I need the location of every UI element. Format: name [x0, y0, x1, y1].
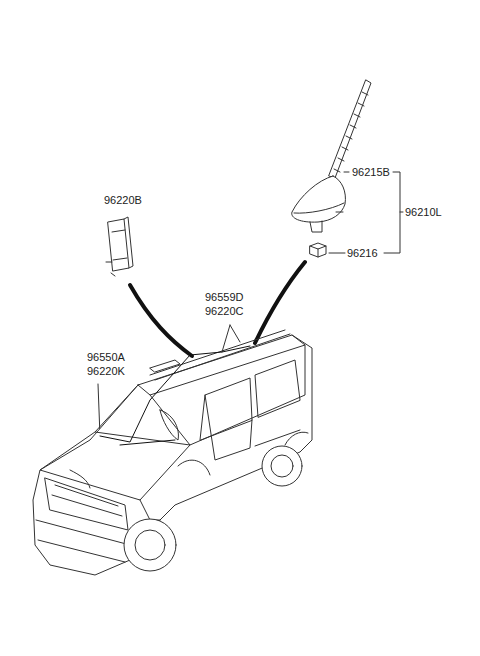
part-number: 96220B — [104, 194, 142, 207]
part-number: 96550A — [87, 351, 125, 364]
part-number: 96220K — [87, 365, 125, 378]
antenna-module — [106, 217, 133, 276]
location-pointer — [255, 262, 305, 343]
part-number: 96216 — [347, 247, 378, 260]
part-number: 96210L — [405, 206, 442, 219]
location-pointer — [130, 285, 192, 356]
part-number: 96215B — [352, 166, 390, 179]
part-number: 96220C — [205, 305, 244, 318]
vehicle-body — [33, 330, 312, 575]
part-number: 96559D — [205, 291, 244, 304]
